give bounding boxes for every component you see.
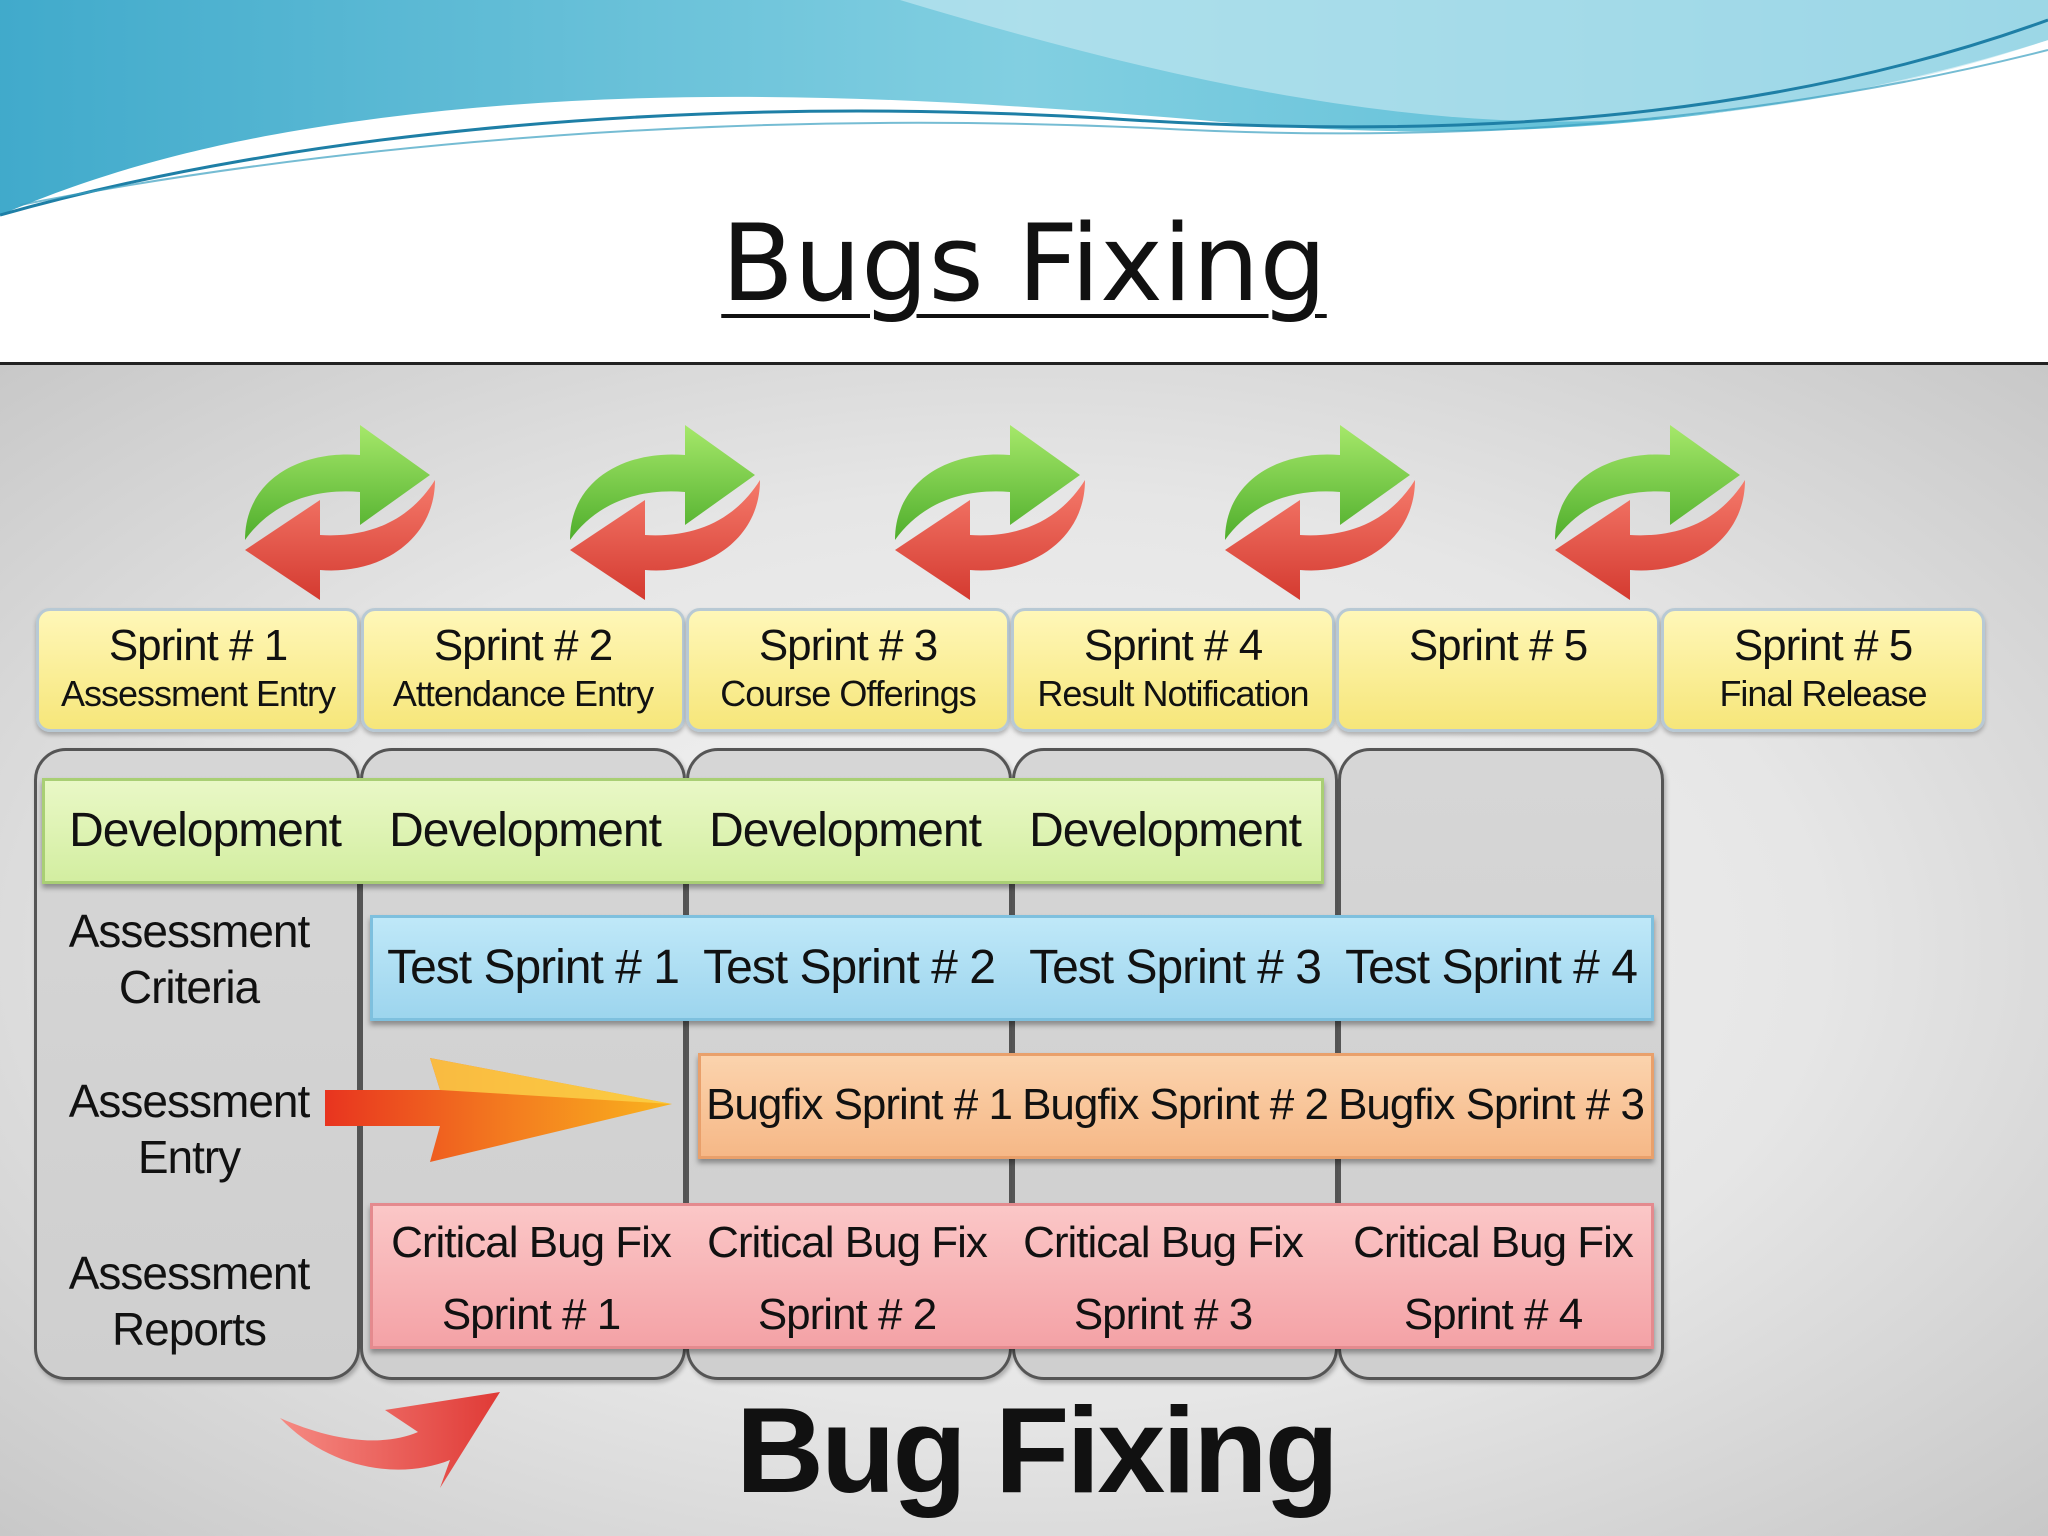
diagram-footer-title: Bug Fixing bbox=[0, 1380, 2048, 1520]
big-right-arrow-icon bbox=[325, 1058, 672, 1162]
